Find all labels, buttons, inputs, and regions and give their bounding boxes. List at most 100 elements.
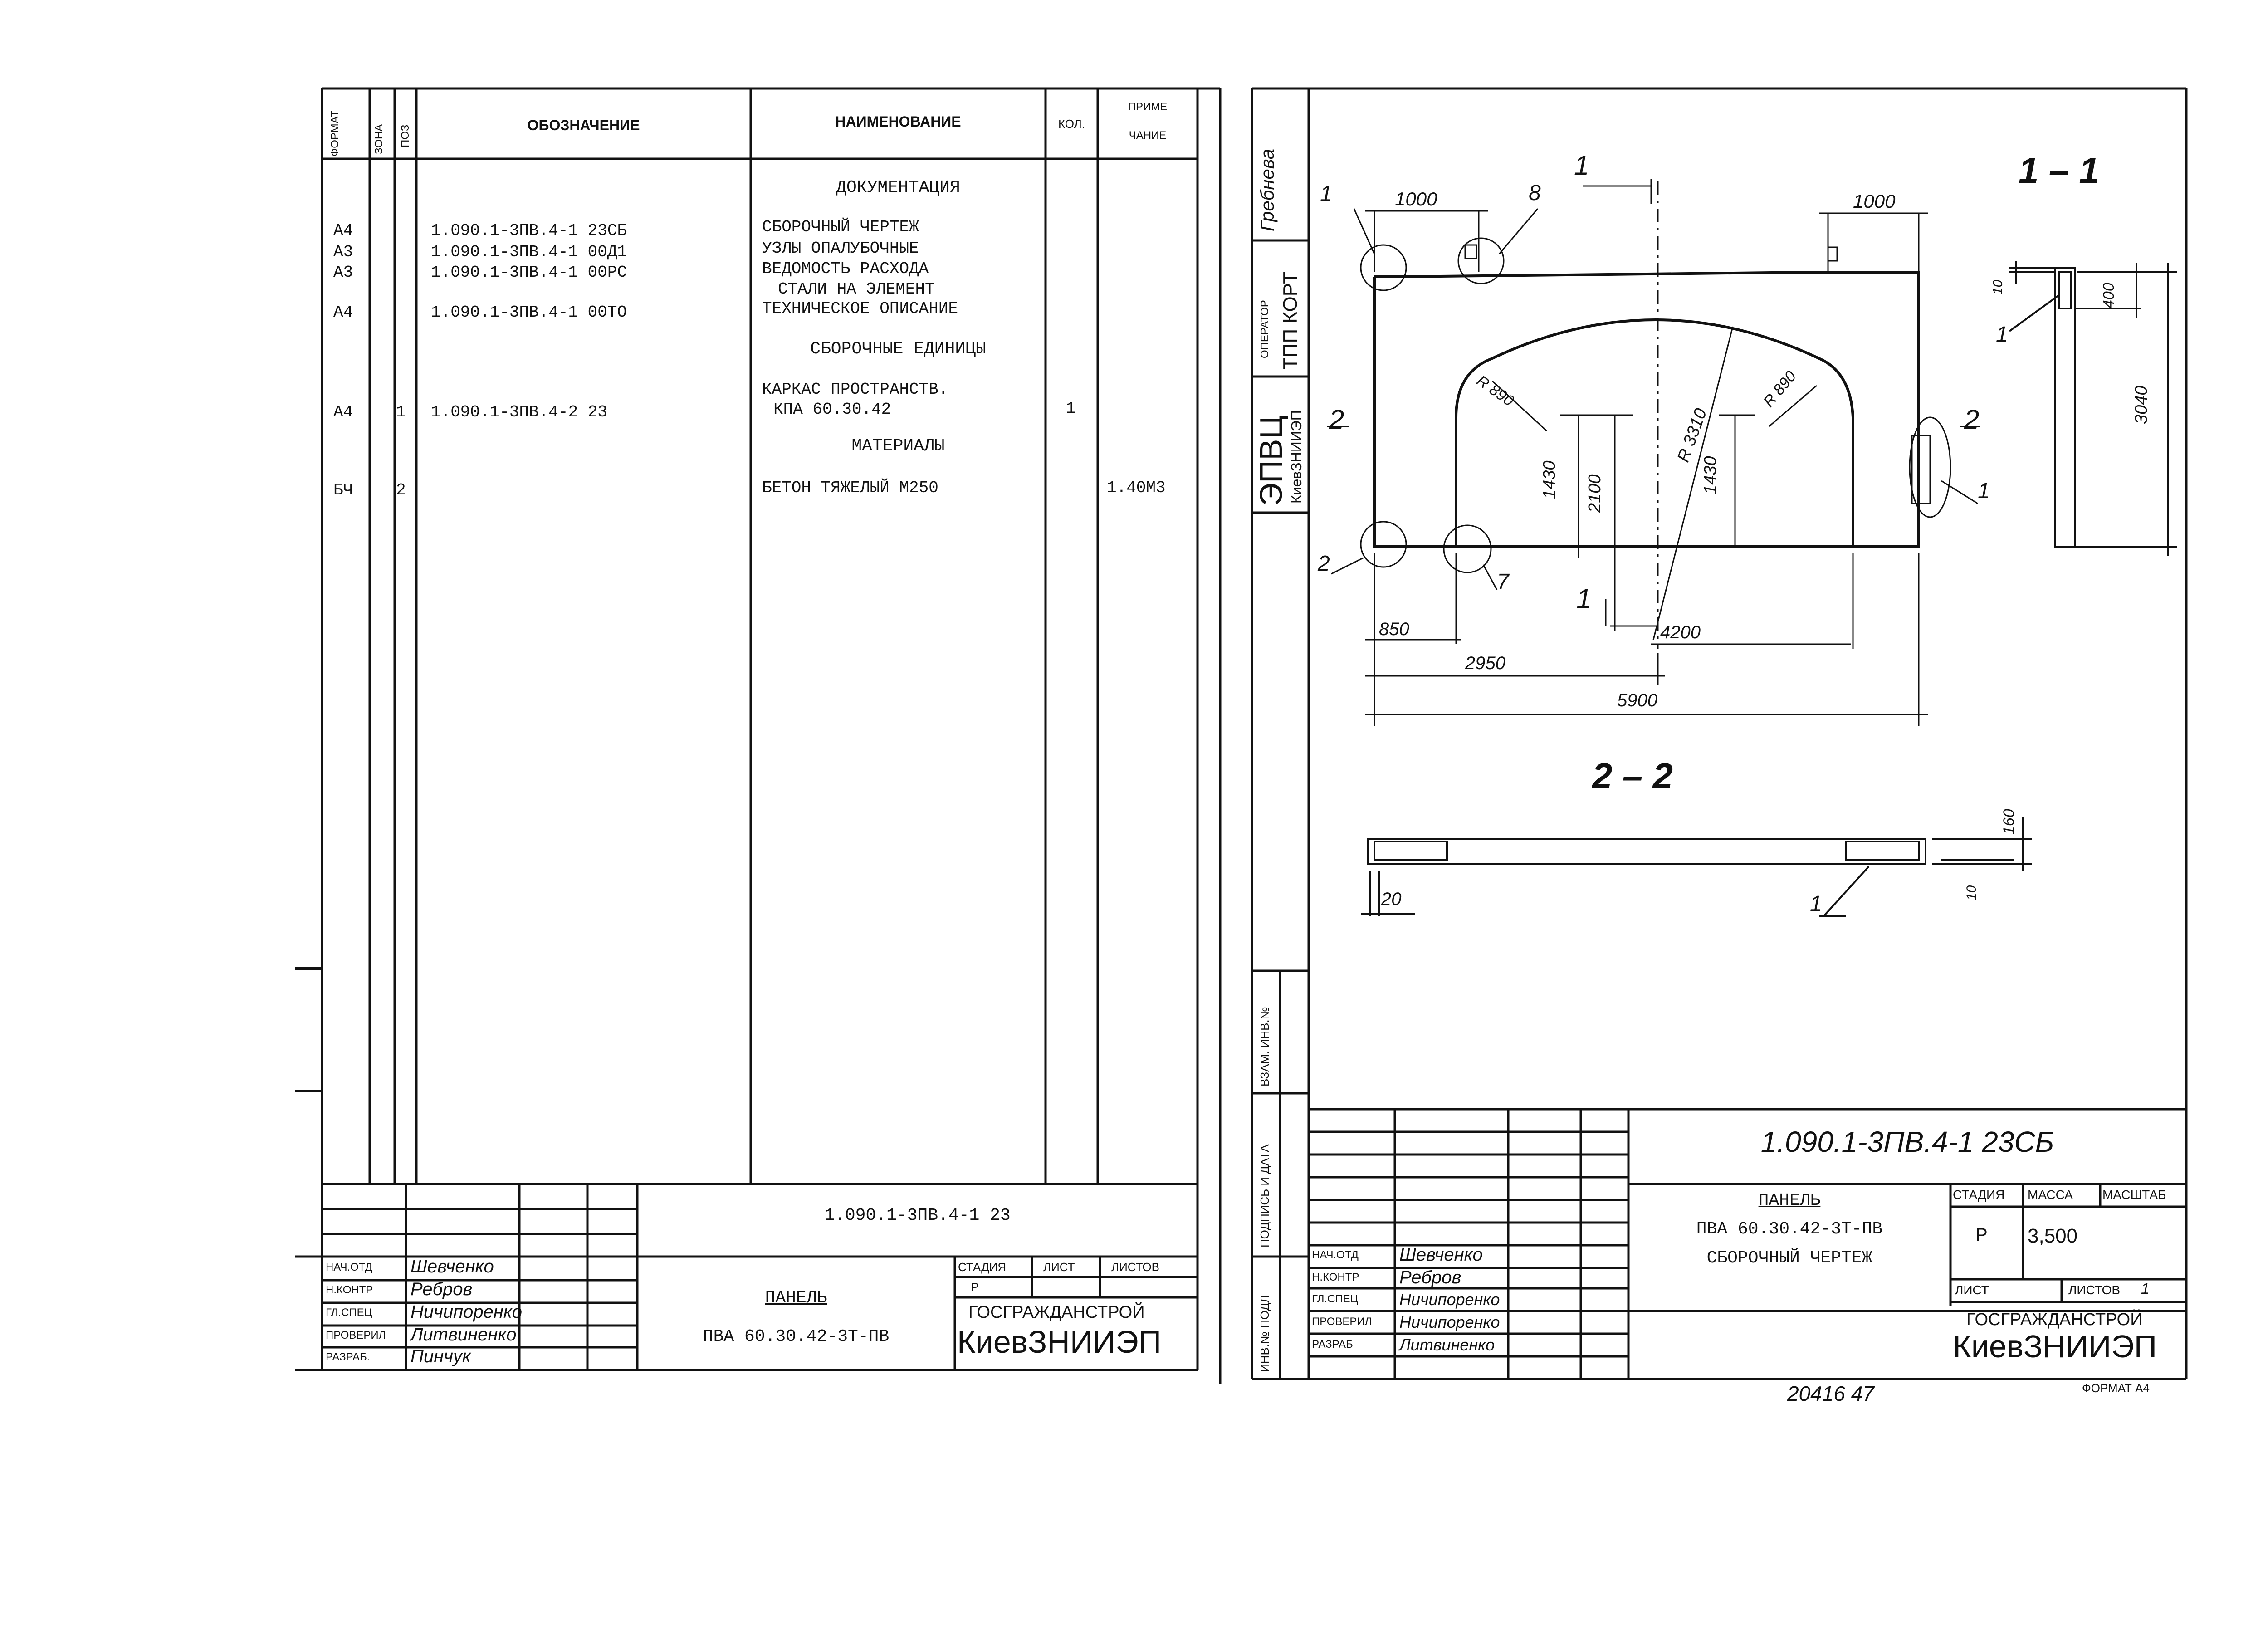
spec-row-5-format: А4 (333, 403, 353, 421)
tb-right-name-5: Литвиненко (1399, 1336, 1495, 1354)
spec-row-5-name-cont: КПА 60.30.42 (773, 400, 891, 419)
spec-row-6-name: БЕТОН ТЯЖЕЛЫЙ М250 (762, 479, 938, 497)
section-1-1-label: 1 – 1 (2019, 150, 2099, 191)
tb-right-org-2: КиевЗНИИЭП (1953, 1329, 2157, 1364)
dim-1000-right: 1000 (1853, 191, 1896, 212)
tb-right-role-3: ГЛ.СПЕЦ (1312, 1293, 1359, 1305)
col-note-1: ПРИМЕ (1128, 101, 1168, 113)
col-pos: ПОЗ (399, 124, 411, 147)
tb-right-sheet: ЛИСТ (1955, 1283, 1989, 1297)
spec-row-6-pos: 2 (396, 481, 406, 499)
side-inv: ИНВ.№ ПОДЛ (1258, 1295, 1271, 1372)
tb-right-title-2: ПВА 60.30.42-3Т-ПВ (1696, 1219, 1883, 1239)
tb-right-mass: МАССА (2028, 1188, 2073, 1202)
tb-right-mass-val: 3,500 (2028, 1225, 2078, 1247)
cut-marker-2-right: 2 (1964, 404, 1980, 435)
dim-1000-left: 1000 (1395, 188, 1437, 210)
tb-left-title-1: ПАНЕЛЬ (765, 1288, 827, 1308)
dim-2100: 2100 (1585, 474, 1604, 513)
dim-20: 20 (1381, 889, 1402, 909)
callout-1-top: 1 (1320, 182, 1332, 206)
tb-right-scale: МАСШТАБ (2102, 1188, 2166, 1202)
dim-4200: 4200 (1660, 622, 1701, 642)
callout-7: 7 (1497, 570, 1509, 594)
tb-right-role-4: ПРОВЕРИЛ (1312, 1316, 1372, 1328)
tb-right-name-3: Ничипоренко (1399, 1290, 1500, 1309)
section-materials: МАТЕРИАЛЫ (851, 436, 945, 456)
col-designation: ОБОЗНАЧЕНИЕ (527, 117, 640, 133)
tb-left-name-4: Литвиненко (411, 1325, 517, 1345)
tb-left-name-1: Шевченко (411, 1257, 494, 1277)
callout-1-bottom: 1 (1810, 892, 1822, 916)
section-docs: ДОКУМЕНТАЦИЯ (836, 178, 960, 197)
tb-left-stage: СТАДИЯ (958, 1260, 1007, 1274)
tb-right-name-4: Ничипоренко (1399, 1313, 1500, 1331)
spec-row-5-designation: 1.090.1-3ПВ.4-2 23 (431, 403, 607, 421)
panel-elevation (1373, 271, 1920, 548)
dim-160: 160 (2000, 809, 2018, 835)
tb-right-sheets: ЛИСТОВ (2068, 1283, 2121, 1297)
spec-row-1-format: А4 (333, 221, 353, 240)
tb-left-name-3: Ничипоренко (411, 1302, 522, 1322)
spec-row-6-note: 1.40М3 (1107, 479, 1166, 497)
side-podp: ПОДПИСЬ И ДАТА (1258, 1144, 1271, 1248)
section-1-1 (2009, 261, 2177, 556)
side-tpp: ТПП КОРТ (1279, 272, 1301, 370)
spec-row-1-designation: 1.090.1-3ПВ.4-1 23СБ (431, 221, 627, 240)
dim-2950: 2950 (1465, 653, 1505, 673)
tb-right-title-1: ПАНЕЛЬ (1758, 1191, 1821, 1210)
callout-2: 2 (1318, 552, 1330, 576)
tb-left-name-2: Ребров (411, 1279, 473, 1299)
spec-row-5-qty: 1 (1066, 399, 1076, 418)
tb-right-name-2: Ребров (1399, 1267, 1461, 1287)
tb-left-title-2: ПВА 60.30.42-3Т-ПВ (703, 1327, 890, 1346)
tb-left-sheet: ЛИСТ (1043, 1260, 1075, 1274)
tb-left-role-5: РАЗРАБ. (326, 1351, 370, 1363)
section-2-2-label: 2 – 2 (1592, 756, 1673, 796)
section-units: СБОРОЧНЫЕ ЕДИНИЦЫ (810, 339, 986, 359)
callout-1-right: 1 (1978, 479, 1990, 503)
spec-row-3-name-cont: СТАЛИ НА ЭЛЕМЕНТ (778, 280, 935, 298)
side-epvc: ЭПВЦ (1253, 415, 1289, 506)
tb-left-role-2: Н.КОНТР (326, 1284, 373, 1296)
dim-3040: 3040 (2132, 386, 2151, 424)
spec-row-3-name: ВЕДОМОСТЬ РАСХОДА (762, 259, 929, 278)
tb-right-title-3: СБОРОЧНЫЙ ЧЕРТЕЖ (1706, 1248, 1872, 1268)
tb-right-stage-val: Р (1975, 1225, 1988, 1245)
side-vzam: ВЗАМ. ИНВ.№ (1258, 1007, 1271, 1086)
spec-row-2-format: А3 (333, 243, 353, 261)
cut-marker-2-left: 2 (1329, 404, 1344, 435)
spec-row-5-name: КАРКАС ПРОСТРАНСТВ. (762, 380, 948, 399)
col-note-2: ЧАНИЕ (1129, 129, 1167, 142)
cut-marker-1-bottom: 1 (1576, 583, 1592, 614)
spec-row-4-designation: 1.090.1-3ПВ.4-1 00ТО (431, 303, 627, 322)
side-name: Гребнева (1256, 148, 1278, 231)
tb-left-name-5: Пинчук (411, 1346, 471, 1366)
dim-10: 10 (1990, 279, 2005, 295)
tb-right-org-1: ГОСГРАЖДАНСТРОЙ (1966, 1310, 2143, 1329)
dim-5900: 5900 (1617, 690, 1657, 710)
tb-left-role-1: НАЧ.ОТД (326, 1261, 372, 1273)
callout-1-section: 1 (1996, 323, 2008, 347)
dim-850: 850 (1379, 619, 1409, 639)
spec-row-4-name: ТЕХНИЧЕСКОЕ ОПИСАНИЕ (762, 299, 958, 318)
spec-row-3-format: А3 (333, 263, 353, 282)
tb-left-role-3: ГЛ.СПЕЦ (326, 1306, 372, 1319)
callout-8: 8 (1529, 181, 1541, 205)
spec-row-1-name: СБОРОЧНЫЙ ЧЕРТЕЖ (762, 218, 919, 236)
spec-row-6-format: БЧ (333, 481, 353, 499)
spec-row-3-designation: 1.090.1-3ПВ.4-1 00РС (431, 263, 627, 282)
tb-right-stage: СТАДИЯ (1953, 1188, 2005, 1202)
tb-left-org-1: ГОСГРАЖДАНСТРОЙ (968, 1303, 1145, 1322)
footer-number: 20416 47 (1787, 1382, 1874, 1405)
col-format: ФОРМАТ (329, 110, 341, 157)
tb-left-role-4: ПРОВЕРИЛ (326, 1329, 386, 1341)
tb-left-code: 1.090.1-3ПВ.4-1 23 (824, 1206, 1011, 1225)
format-label: ФОРМАТ А4 (2082, 1381, 2150, 1395)
side-operator: ОПЕРАТОР (1259, 300, 1271, 358)
tb-right-code: 1.090.1-3ПВ.4-1 23СБ (1760, 1125, 2054, 1158)
spec-row-2-designation: 1.090.1-3ПВ.4-1 00Д1 (431, 243, 627, 261)
tb-right-role-2: Н.КОНТР (1312, 1271, 1359, 1283)
dim-10b: 10 (1964, 885, 1979, 900)
